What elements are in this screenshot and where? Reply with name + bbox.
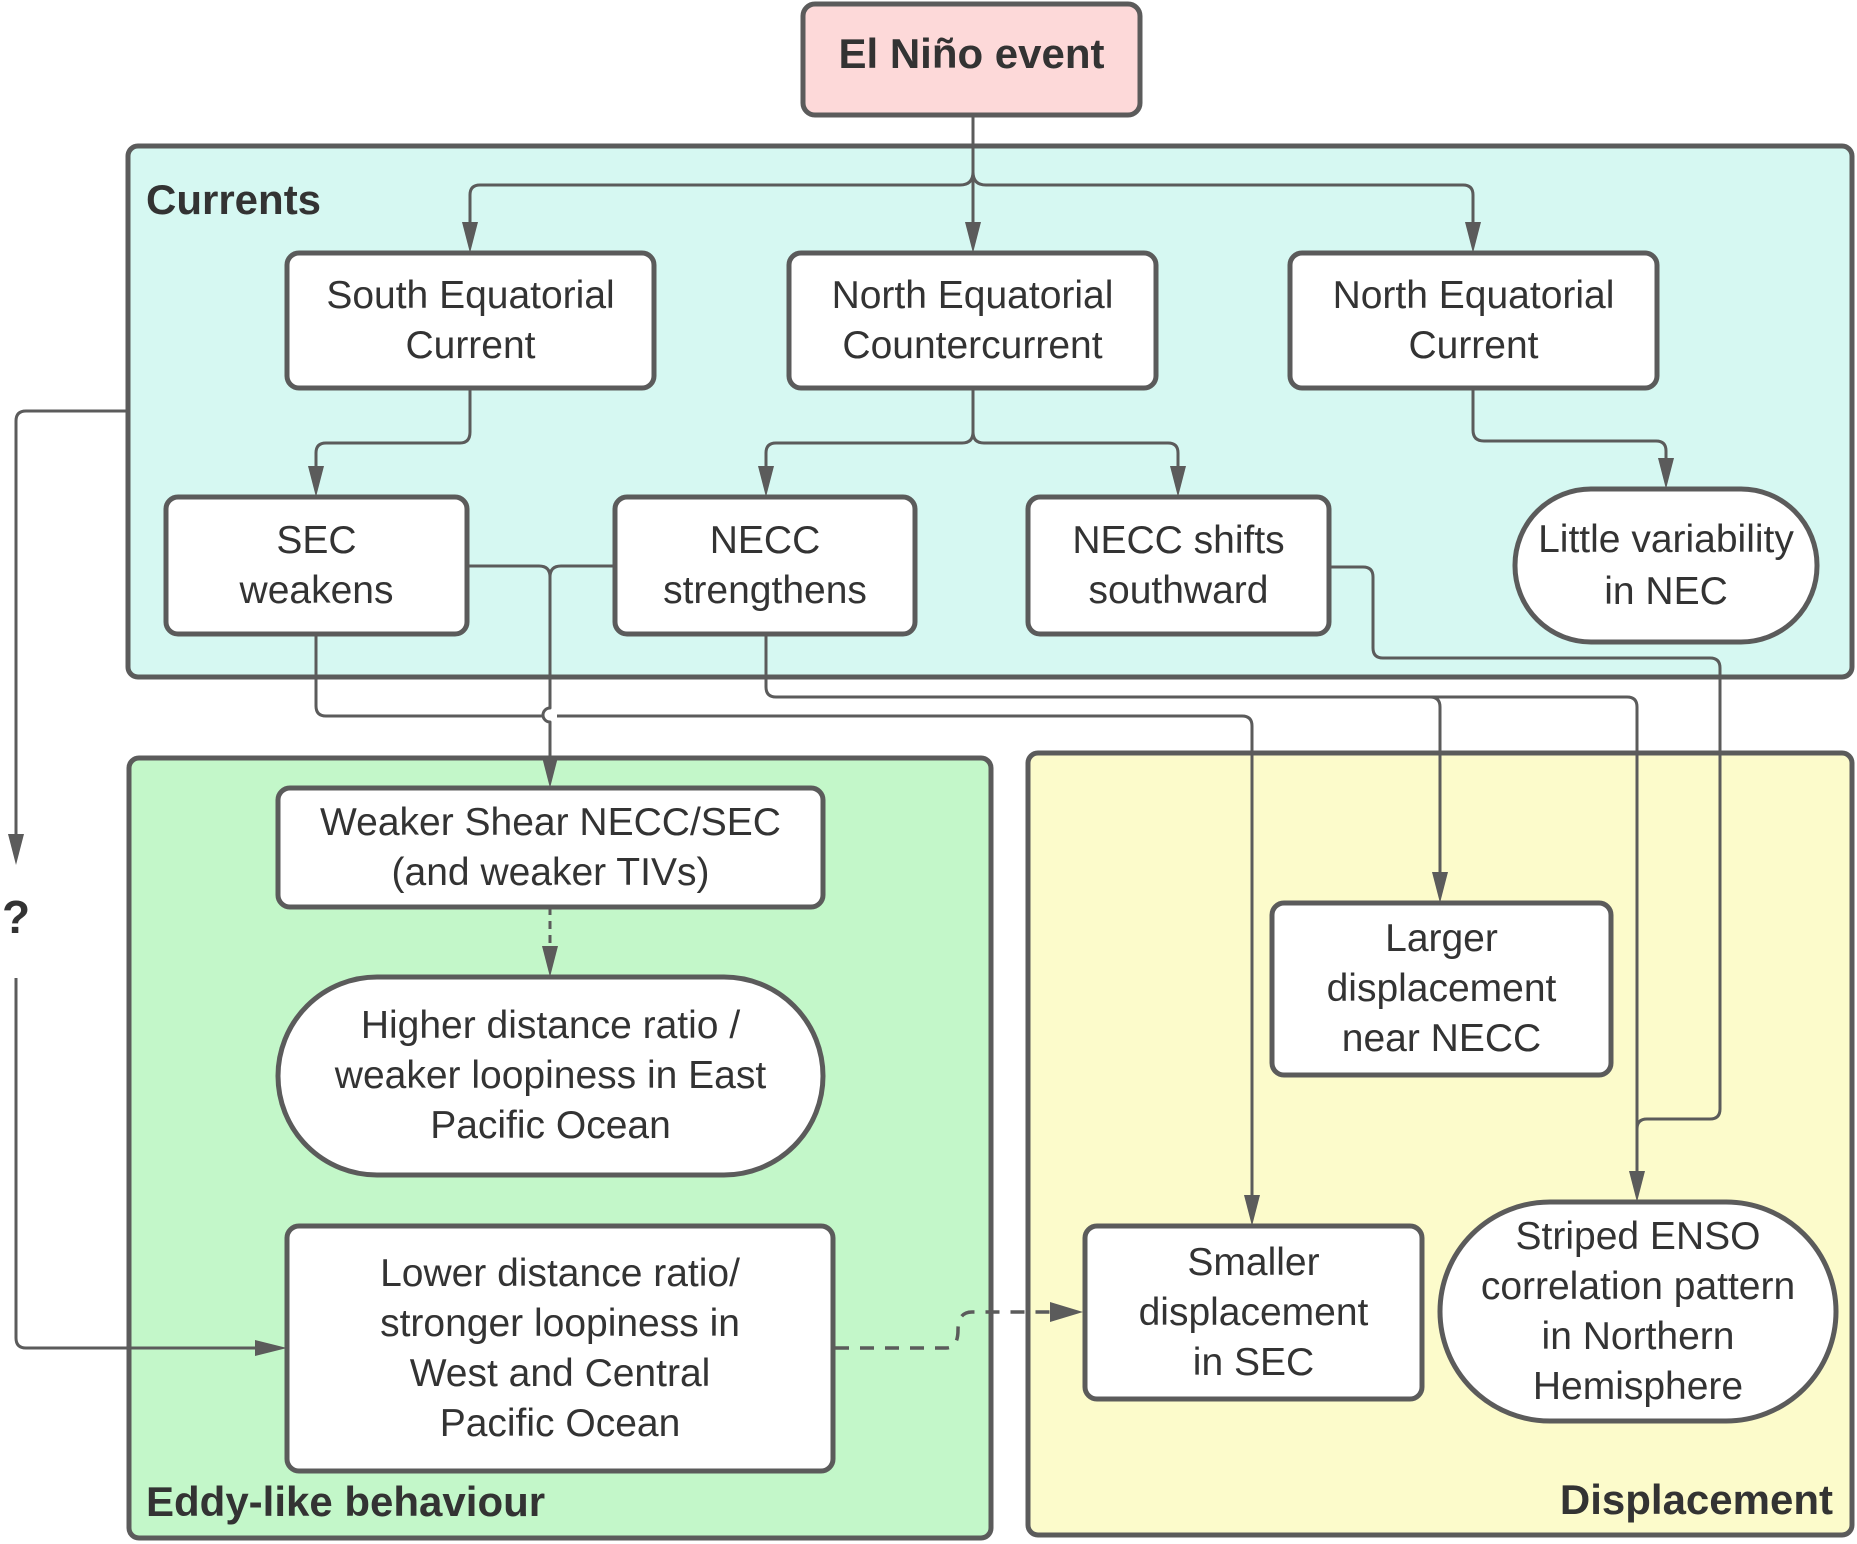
node-el-nino-event[interactable] <box>800 1 1143 118</box>
node-necc-strengthens[interactable] <box>612 494 918 637</box>
arrowhead <box>308 466 324 497</box>
arrowhead <box>542 946 558 977</box>
node-smaller-displacement[interactable] <box>1082 1223 1425 1402</box>
root-label: El Niño event <box>838 30 1105 77</box>
sec-label: South Equatorial Current <box>326 273 615 367</box>
edge-currents-to-question <box>14 409 128 838</box>
weaker-shear-label: Weaker Shear NECC/SEC (and weaker TIVs) <box>320 800 781 894</box>
edge-question-to-lower-distance <box>14 978 258 1350</box>
arrowhead <box>1465 222 1481 253</box>
edge-necc-shifts-to-striped-enso <box>1329 565 1722 1130</box>
node-striped-enso[interactable] <box>1437 1199 1839 1424</box>
node-little-variability-in-nec[interactable] <box>1512 486 1820 645</box>
little-variability-label: Little variability in NEC <box>1538 517 1794 613</box>
arrowhead <box>1170 466 1186 497</box>
necc-strengthens-label: NECC strengthens <box>663 518 867 612</box>
edge-root-to-nec <box>971 171 1475 228</box>
panel-title-eddy-like-behaviour: Eddy-like behaviour <box>146 1478 546 1525</box>
arrowhead <box>542 757 558 788</box>
striped-enso-label: Striped ENSO correlation pattern in Nort… <box>1480 1214 1796 1408</box>
arrowhead <box>758 466 774 497</box>
arrowhead <box>1658 458 1674 489</box>
arrowhead <box>1432 872 1448 903</box>
connectors <box>8 115 1722 1356</box>
node-higher-distance-ratio[interactable] <box>275 974 826 1178</box>
sec-weakens-label: SEC weakens <box>239 518 394 612</box>
edge-nec-to-little-variability <box>1471 388 1668 462</box>
arrowhead <box>965 222 981 253</box>
necc-shifts-label: NECC shifts southward <box>1072 518 1285 612</box>
node-sec-weakens[interactable] <box>163 494 470 637</box>
unknown-link-question-mark: ? <box>2 891 31 943</box>
edge-necc-to-shifts <box>971 431 1180 470</box>
panel-title-currents: Currents <box>146 176 322 223</box>
node-larger-displacement[interactable] <box>1269 900 1614 1078</box>
arrowhead <box>1244 1195 1260 1226</box>
edge-sec-weakens-to-smaller-displacement <box>314 634 1254 1198</box>
larger-displacement-label: Larger displacement near NECC <box>1326 917 1557 1060</box>
necc-label: North Equatorial Countercurrent <box>831 273 1114 367</box>
arrowhead <box>255 1340 287 1356</box>
node-north-equatorial-countercurrent[interactable] <box>786 250 1159 391</box>
node-south-equatorial-current[interactable] <box>284 250 657 391</box>
edge-sec-to-sec-weakens <box>314 388 472 470</box>
edge-necc-strengthens-to-displacement <box>764 634 1639 1175</box>
arrowhead <box>8 834 24 865</box>
panel-title-displacement: Displacement <box>1559 1476 1833 1523</box>
edge-root-to-sec <box>468 171 975 228</box>
edge-necc-strengthens-to-larger-displacement <box>1429 695 1442 875</box>
arrowhead <box>462 222 478 253</box>
arrowhead <box>1629 1171 1645 1202</box>
nec-label: North Equatorial Current <box>1332 273 1615 367</box>
node-north-equatorial-current[interactable] <box>1287 250 1660 391</box>
node-lower-distance-ratio[interactable] <box>284 1223 836 1474</box>
smaller-displacement-label: Smaller displacement in SEC <box>1138 1240 1369 1384</box>
lower-distance-label: Lower distance ratio/ stronger loopiness… <box>380 1251 740 1445</box>
node-necc-shifts-southward[interactable] <box>1025 494 1332 637</box>
arrowhead <box>1050 1302 1083 1322</box>
edge-lower-distance-to-smaller-displacement <box>835 1310 1056 1350</box>
higher-distance-label: Higher distance ratio / weaker loopiness… <box>334 1004 767 1147</box>
node-weaker-shear[interactable] <box>275 785 826 910</box>
edge-necc-strengthens-to-shear <box>548 564 615 578</box>
